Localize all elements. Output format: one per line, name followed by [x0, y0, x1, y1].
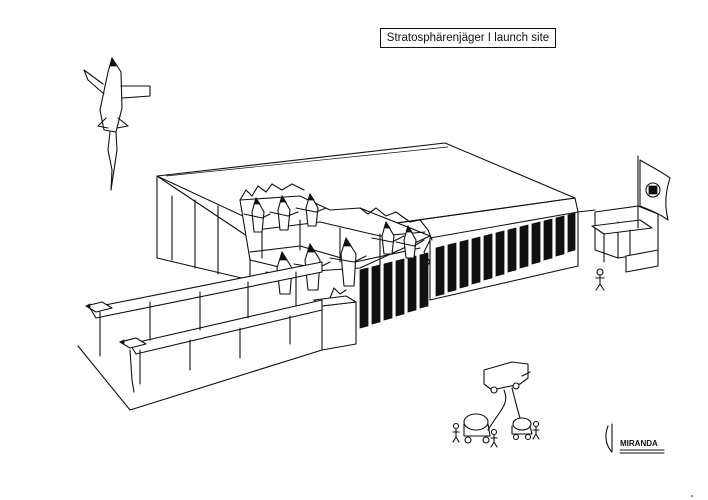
fuel-cart — [463, 389, 507, 444]
diagram-title: Stratosphärenjäger I launch site — [380, 28, 556, 48]
soldier-icon — [490, 428, 498, 448]
rocket-plane-icon — [243, 197, 271, 233]
rocket-plane-icon — [83, 56, 151, 191]
launch-rail — [77, 261, 323, 411]
soldier-icon — [532, 420, 540, 440]
soldier-icon — [452, 422, 460, 443]
soldier-icon — [595, 268, 605, 291]
hangar-building — [156, 142, 579, 329]
signature-text: MIRANDA — [620, 439, 658, 448]
flag-icon — [637, 155, 671, 229]
hangar-doors — [359, 212, 576, 329]
rocket-plane-icon — [395, 225, 425, 259]
fuel-cart — [511, 387, 533, 441]
rocket-plane-icon — [371, 221, 405, 255]
rocket-plane-icon — [269, 195, 299, 231]
artist-signature: MIRANDA — [605, 423, 665, 454]
control-tower — [577, 205, 659, 273]
rocket-plane-icon — [295, 193, 327, 227]
launch-tower — [313, 287, 357, 351]
truck-icon — [483, 361, 531, 394]
rocket-plane-icon — [329, 236, 367, 287]
